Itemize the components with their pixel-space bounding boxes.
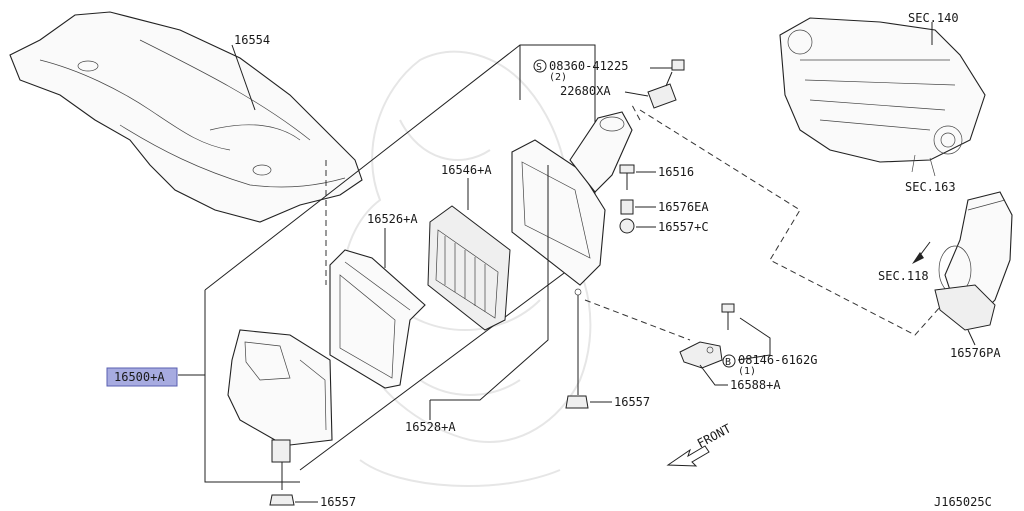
intake-manifold bbox=[779, 17, 986, 177]
label-16554: 16554 bbox=[234, 33, 270, 47]
bracket-16588a bbox=[679, 341, 723, 369]
grommet-16557-bottom bbox=[269, 494, 295, 506]
leader-16576pa bbox=[967, 329, 976, 346]
bolt-16516 bbox=[619, 164, 635, 190]
sec118-arrow bbox=[912, 241, 931, 264]
s-marker: S bbox=[536, 62, 542, 73]
engine-cover-16554 bbox=[9, 11, 363, 223]
label-16557c: 16557+C bbox=[658, 220, 709, 234]
label-16528a: 16528+A bbox=[405, 420, 456, 434]
air-cleaner-box-16500a bbox=[227, 329, 333, 463]
dash-bracket-link bbox=[584, 299, 691, 341]
leader-16554 bbox=[231, 44, 256, 111]
leader-22680xa bbox=[624, 91, 649, 97]
intake-duct-16576pa bbox=[934, 191, 1013, 331]
label-16526a: 16526+A bbox=[367, 212, 418, 226]
maf-sensor-22680xa bbox=[647, 71, 677, 109]
grommet-16557-mid bbox=[565, 395, 589, 409]
label-16557-mid: 16557 bbox=[614, 395, 650, 409]
highlight-16500a bbox=[106, 367, 178, 387]
leader-16588a bbox=[699, 364, 728, 386]
filter-element-16546a bbox=[427, 205, 511, 331]
label-sec140: SEC.140 bbox=[908, 11, 959, 25]
label-08146-qty: (1) bbox=[738, 366, 756, 377]
label-16516: 16516 bbox=[658, 165, 694, 179]
frame-diag-bottom bbox=[299, 249, 596, 471]
label-08146: 08146-6162G bbox=[738, 353, 817, 367]
leader-16528a-line bbox=[430, 165, 549, 401]
label-sec163: SEC.163 bbox=[905, 180, 956, 194]
label-front: FRONT bbox=[695, 421, 733, 450]
frame-left bbox=[204, 290, 300, 483]
b-marker: B bbox=[725, 357, 731, 368]
label-16546a: 16546+A bbox=[441, 163, 492, 177]
dash-sensor bbox=[631, 104, 641, 121]
label-sec118: SEC.118 bbox=[878, 269, 929, 283]
label-08360: 08360-41225 bbox=[549, 59, 628, 73]
diagram-id: J165025C bbox=[934, 495, 992, 509]
upper-housing bbox=[511, 111, 633, 296]
label-08360-qty: (2) bbox=[549, 72, 567, 83]
label-16588a: 16588+A bbox=[730, 378, 781, 392]
label-16576pa: 16576PA bbox=[950, 346, 1001, 360]
collar-16576ea bbox=[620, 199, 634, 215]
label-16557-bottom: 16557 bbox=[320, 495, 356, 509]
label-22680xa: 22680XA bbox=[560, 84, 611, 98]
grommet-16557c bbox=[619, 218, 635, 234]
leader-08146 bbox=[737, 317, 771, 361]
bolt-08146: B bbox=[721, 303, 736, 368]
front-arrow bbox=[666, 445, 710, 467]
screw-08360: S bbox=[533, 59, 685, 73]
label-16576ea: 16576EA bbox=[658, 200, 709, 214]
label-16500a[interactable]: 16500+A bbox=[114, 370, 165, 384]
filter-frame-16526a bbox=[329, 249, 426, 389]
